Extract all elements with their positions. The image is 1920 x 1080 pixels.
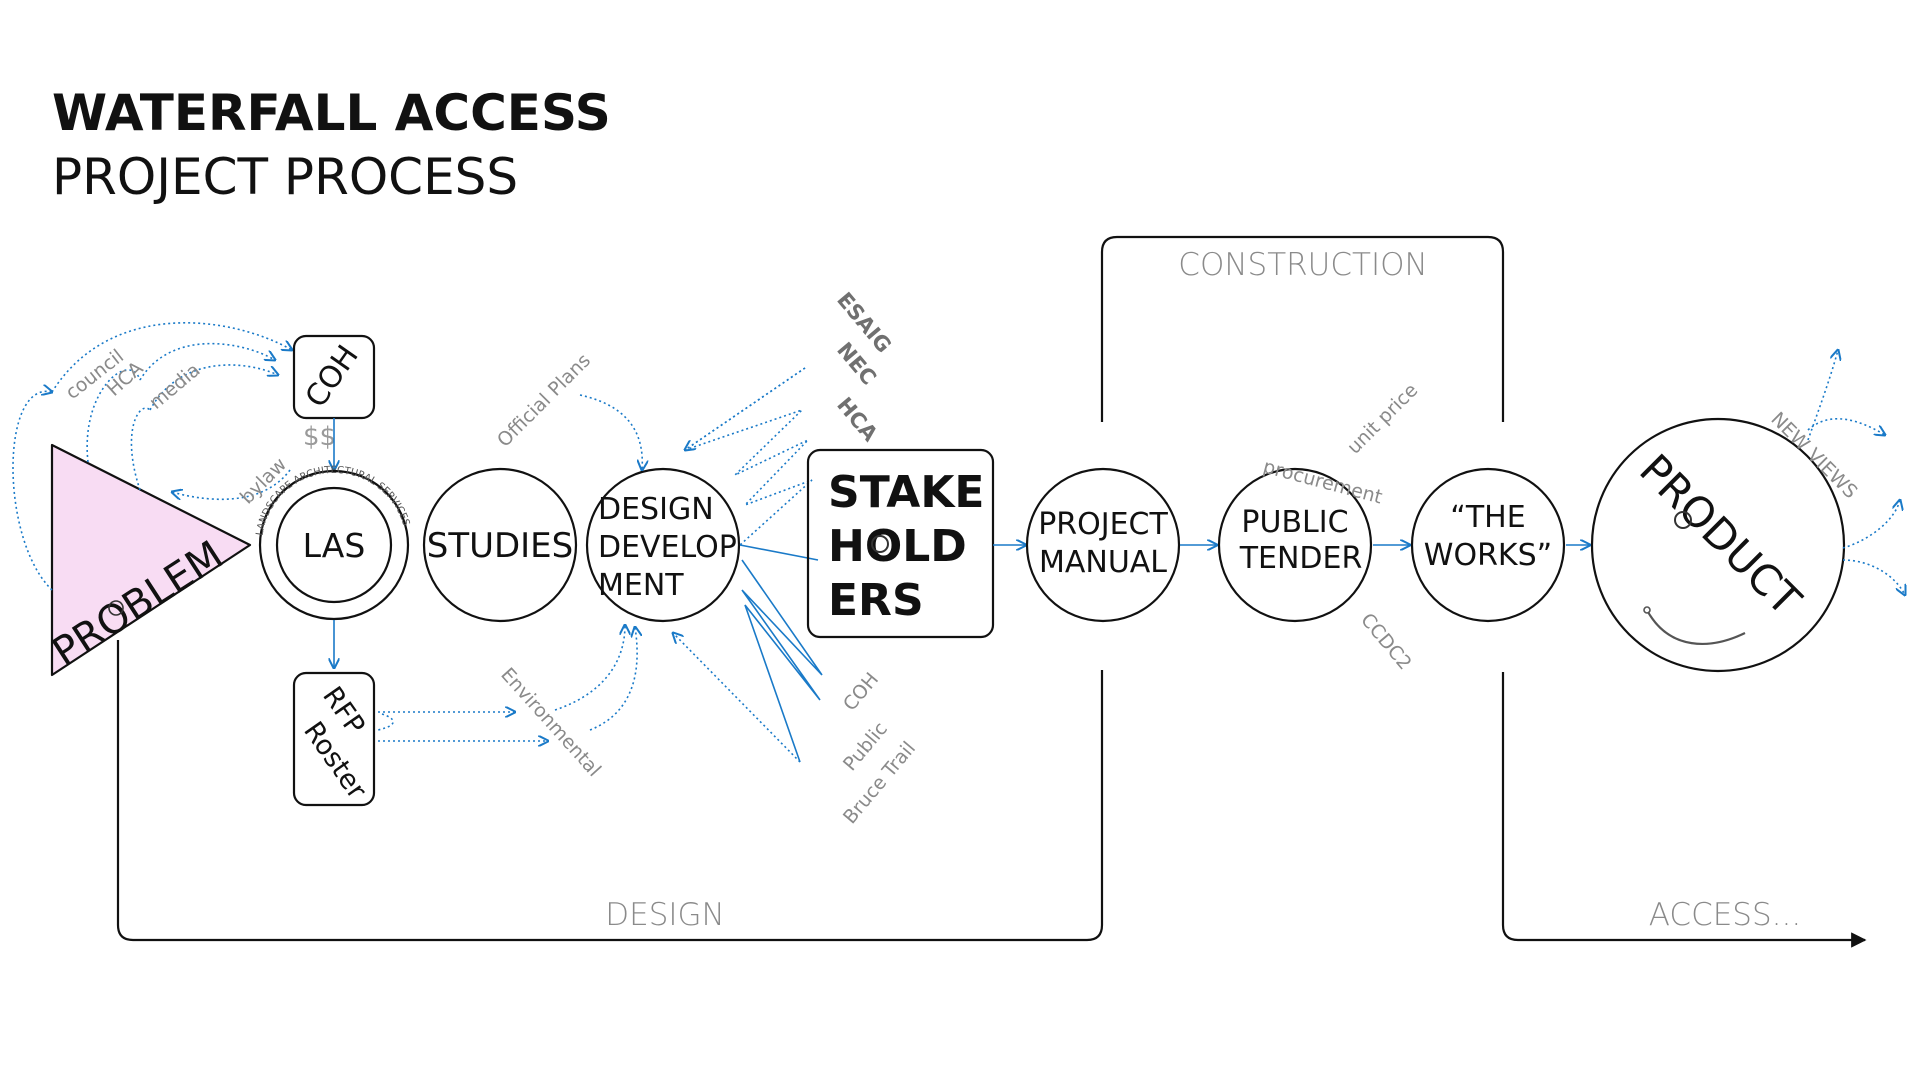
stakeholders-box[interactable] (806, 448, 995, 639)
design-dev-line-1: DESIGN (598, 492, 714, 527)
design-phase-label: DESIGN (605, 897, 725, 933)
roster-label: Roster (297, 716, 372, 805)
media-to-coh-arrow (149, 364, 278, 411)
bylaw-arrow (172, 469, 291, 499)
design-development-circle[interactable] (585, 467, 741, 623)
new-views-label: NEW VIEWS (1766, 408, 1861, 503)
project-manual-line-2: MANUAL (1039, 545, 1167, 580)
stakeholders-target-icon (871, 535, 889, 553)
official-plans-label: Official Plans (493, 349, 595, 451)
rfp-bracket-arrow (377, 713, 394, 731)
new-views-arrow-2 (1807, 418, 1885, 435)
studies-label: STUDIES (427, 526, 574, 566)
zigzag-upper-arrow (685, 367, 806, 450)
bylaw-label: bylaw (236, 454, 291, 509)
zigzag-upper (684, 367, 813, 546)
rfp-roster-box[interactable] (292, 671, 376, 807)
council-loop-arrow (12, 391, 52, 591)
public-tender-line-1: PUBLIC (1241, 505, 1348, 540)
problem-target-icon (108, 600, 124, 616)
construction-phase-bracket (1100, 235, 1505, 422)
design-phase-bracket (116, 640, 1104, 942)
the-works-line-2: WORKS” (1424, 538, 1552, 573)
stakeholders-line-1: STAKE (828, 467, 985, 518)
access-phase-label: ACCESS... (1649, 897, 1801, 933)
public-tender-line-2: TENDER (1239, 541, 1363, 576)
hca-loop-arrow (86, 369, 141, 463)
media-label: media (145, 359, 204, 414)
project-manual-line-1: PROJECT (1038, 507, 1168, 542)
las-circle-outer[interactable] (258, 469, 410, 621)
project-manual-circle[interactable] (1025, 467, 1181, 623)
hca-to-coh-arrow (139, 342, 275, 381)
environmental-arrow-2 (589, 627, 637, 731)
dollars-label: $$ (303, 422, 336, 452)
product-label: PRODUCT (1630, 445, 1810, 625)
media-loop-arrow (130, 407, 151, 491)
las-circle-inner (275, 486, 393, 604)
zigzag-upper-tail (739, 544, 819, 561)
new-views-arrow-3 (1842, 500, 1900, 549)
design-dev-line-2: DEVELOP (598, 530, 737, 565)
product-target-icon (1674, 511, 1692, 529)
title-line-2: PROJECT PROCESS (52, 148, 518, 206)
unit-price-label: unit price (1343, 379, 1422, 458)
ccdc2-label: CCDC2 (1356, 609, 1416, 674)
access-phase-arrow (1501, 672, 1867, 948)
zigzag-lower-arrow (673, 633, 801, 763)
design-dev-line-3: MENT (598, 568, 684, 603)
product-circle[interactable] (1590, 417, 1846, 673)
coh-bottom-label: COH (839, 669, 883, 716)
procurement-label: procurement (1261, 456, 1385, 509)
environmental-label: Environmental (496, 664, 605, 781)
official-plans-arrow (579, 394, 642, 470)
product-smile-icon (1647, 611, 1746, 645)
stakeholders-line-3: ERS (828, 575, 924, 626)
the-works-circle[interactable] (1410, 467, 1566, 623)
problem-triangle[interactable] (50, 443, 252, 677)
title-line-1: WATERFALL ACCESS (52, 84, 611, 142)
product-smile-dot (1643, 606, 1651, 614)
environmental-arrow-1 (554, 625, 625, 711)
the-works-line-1: “THE (1450, 500, 1525, 535)
zigzag-lower (741, 559, 823, 763)
construction-phase-label: CONSTRUCTION (1178, 247, 1427, 283)
coh-label: COH (299, 339, 366, 414)
studies-circle[interactable] (422, 467, 578, 623)
stakeholders-line-2: HOLD (828, 521, 967, 572)
public-tender-circle[interactable] (1217, 467, 1373, 623)
hca-top-label: HCA (832, 393, 883, 447)
new-views-arrow-4 (1842, 559, 1905, 595)
las-label: LAS (303, 526, 366, 565)
